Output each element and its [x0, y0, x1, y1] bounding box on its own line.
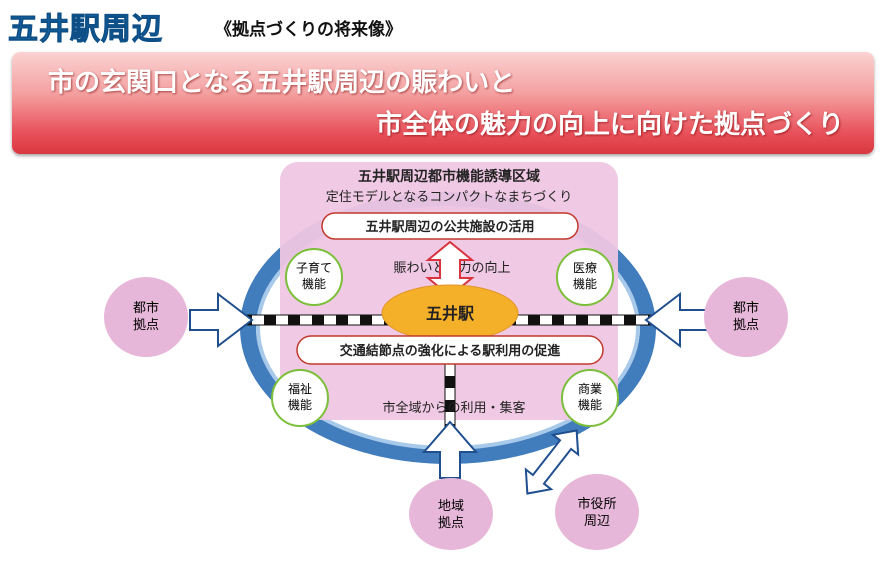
- regional-hub-line-1: 地域: [438, 499, 464, 514]
- zone-title: 五井駅周辺都市機能誘導区域: [358, 168, 540, 185]
- childcare-function: 子育て 機能: [285, 248, 343, 306]
- cityhall-hub-line-1: 市役所: [577, 496, 616, 512]
- city-hub-left: 都市 拠点: [104, 277, 188, 357]
- city-hub-right: 都市 拠点: [704, 277, 788, 357]
- public-facilities-label: 五井駅周辺の公共施設の活用: [365, 219, 534, 235]
- welfare-line-2: 機能: [288, 397, 312, 412]
- transport-label: 交通結節点の強化による駅利用の促進: [340, 343, 561, 359]
- medical-function: 医療 機能: [556, 248, 614, 306]
- hub-diagram: 五井駅周辺都市機能誘導区域 定住モデルとなるコンパクトなまちづくり 五井駅周辺の…: [0, 160, 894, 557]
- city-hub-right-line-1: 都市: [733, 300, 759, 316]
- station-label: 五井駅: [426, 304, 475, 323]
- regional-hub: 地域 拠点: [409, 478, 493, 550]
- commerce-line-1: 商業: [578, 381, 602, 396]
- right-hub-arrow: [644, 291, 709, 349]
- page-subtitle: 《拠点づくりの将来像》: [215, 20, 402, 40]
- regional-hub-line-2: 拠点: [438, 516, 464, 531]
- childcare-line-1: 子育て: [296, 260, 332, 275]
- cityhall-double-arrow: [524, 429, 580, 495]
- medical-line-2: 機能: [573, 276, 597, 291]
- welfare-line-1: 福祉: [288, 381, 312, 396]
- transport-box: [296, 335, 604, 365]
- city-hub-right-line-2: 拠点: [733, 318, 759, 333]
- public-facilities-box: [321, 212, 579, 240]
- city-hub-left-line-2: 拠点: [133, 318, 159, 333]
- cityhall-hub: 市役所 周辺: [555, 474, 639, 550]
- page-title: 五井駅周辺: [8, 12, 163, 48]
- cityhall-hub-line-2: 周辺: [584, 514, 610, 529]
- citywide-label: 市全域からの利用・集客: [382, 400, 525, 416]
- headline-banner: 市の玄関口となる五井駅周辺の賑わいと 市全体の魅力の向上に向けた拠点づくり: [12, 52, 874, 154]
- regional-hub-arrow: [421, 420, 479, 479]
- commerce-function: 商業 機能: [561, 369, 619, 427]
- zone-subtitle: 定住モデルとなるコンパクトなまちづくり: [326, 189, 573, 205]
- banner-line-2: 市全体の魅力の向上に向けた拠点づくり: [375, 110, 844, 140]
- childcare-line-2: 機能: [302, 276, 326, 291]
- welfare-function: 福祉 機能: [271, 369, 329, 427]
- commerce-line-2: 機能: [578, 397, 602, 412]
- left-hub-arrow: [189, 291, 254, 349]
- banner-line-1: 市の玄関口となる五井駅周辺の賑わいと: [48, 68, 516, 98]
- medical-line-1: 医療: [573, 261, 597, 275]
- city-hub-left-line-1: 都市: [133, 300, 159, 316]
